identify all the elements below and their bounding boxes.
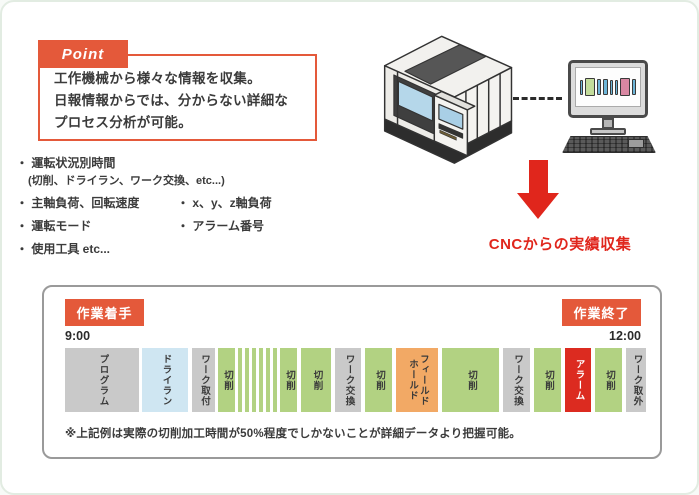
cnc-machine-illustration (383, 35, 513, 164)
monitor-screen (575, 67, 641, 107)
timeline-segment: 切削 (534, 348, 561, 412)
bullet-item-tools: ・ 使用工具 etc... (16, 242, 111, 256)
timeline-segment-label: ワーク取付 (198, 353, 210, 407)
timeline-segment: ドライラン (142, 348, 188, 412)
work-start-badge: 作業着手 (65, 299, 144, 326)
timeline-segment: アラーム (565, 348, 591, 412)
timeline-segment-label: 切削 (373, 369, 385, 391)
point-tag: Point (38, 40, 128, 68)
timeline-bar: プログラムドライランワーク取付切削切削切削ワーク交換切削フィールド ホールド切削… (65, 348, 646, 412)
timeline-segment-label: 切削 (283, 369, 295, 391)
timeline-segment: 切削 (595, 348, 622, 412)
timeline-segment: 切削 (218, 348, 235, 412)
bullet-item-spindle-load: ・ 主軸負荷、回転速度 (16, 196, 140, 210)
timeline-segment-label: 切削 (311, 369, 323, 391)
timeline-segment-label: ワーク交換 (511, 353, 523, 407)
monitor-chart-bar (580, 79, 583, 95)
keyboard-touchpad (628, 139, 644, 148)
monitor-chart-bar (597, 79, 601, 95)
timeline-segment-label: 切削 (542, 369, 554, 391)
bullet-item-xyz-load: ・ x、y、z軸負荷 (177, 196, 272, 210)
timeline-segment-label: 切削 (465, 369, 477, 391)
timeline-segment (252, 348, 256, 412)
end-time-label: 12:00 (609, 329, 641, 343)
dashed-connector (513, 97, 562, 100)
timeline-segment: プログラム (65, 348, 139, 412)
point-line-2: 日報情報からでは、分からない詳細な (54, 93, 289, 108)
monitor-chart-bar (610, 79, 613, 95)
timeline-segment: ワーク取外 (626, 348, 646, 412)
monitor-chart-bar (603, 79, 608, 95)
timeline-note: ※上記例は実際の切削加工時間が50%程度でしかないことが詳細データより把握可能。 (65, 428, 521, 440)
timeline-segment-label: アラーム (573, 359, 585, 401)
monitor-chart-bar (585, 78, 595, 96)
monitor-frame (568, 60, 648, 118)
timeline-segment: ワーク取付 (192, 348, 215, 412)
timeline-segment-label: 切削 (221, 369, 233, 391)
bullet-item-operation-time: ・ 運転状況別時間 (16, 156, 116, 170)
timeline-segment-label: ワーク取外 (631, 353, 643, 407)
timeline-segment: 切削 (365, 348, 392, 412)
timeline-panel: 作業着手 作業終了 9:00 12:00 プログラムドライランワーク取付切削切削… (42, 285, 662, 459)
timeline-segment: ワーク交換 (335, 348, 361, 412)
monitor-chart-bar (615, 79, 618, 95)
timeline-segment-label: 切削 (603, 369, 615, 391)
bullet-item-operation-time-sub: (切削、ドライラン、ワーク交換、etc...) (28, 175, 225, 187)
down-arrow-head-icon (517, 193, 559, 219)
timeline-segment-label: ドライラン (160, 353, 172, 407)
monitor-chart-bar (620, 78, 630, 96)
timeline-segment (245, 348, 249, 412)
timeline-segment-label: フィールド ホールド (407, 353, 429, 407)
timeline-segment (266, 348, 270, 412)
down-arrow-icon (529, 160, 548, 194)
timeline-segment: 切削 (442, 348, 499, 412)
monitor-chart-bar (632, 79, 636, 95)
point-box: Point 工作機械から様々な情報を収集。 日報情報からでは、分からない詳細な … (38, 40, 317, 141)
timeline-segment (259, 348, 263, 412)
timeline-segment (273, 348, 277, 412)
timeline-segment: 切削 (280, 348, 297, 412)
cnc-result-label: CNCからの実績収集 (488, 236, 632, 253)
timeline-segment: ワーク交換 (503, 348, 530, 412)
timeline-segment-label: プログラム (97, 353, 109, 407)
timeline-segment: フィールド ホールド (396, 348, 438, 412)
point-line-3: プロセス分析が可能。 (54, 115, 192, 130)
work-end-badge: 作業終了 (562, 299, 641, 326)
timeline-segment-label: ワーク交換 (343, 353, 355, 407)
bullet-item-alarm-number: ・ アラーム番号 (177, 219, 264, 233)
timeline-segment: 切削 (301, 348, 331, 412)
monitor-stand-base (590, 128, 626, 135)
bullet-item-operation-mode: ・ 運転モード (16, 219, 92, 233)
timeline-segment (238, 348, 242, 412)
point-line-1: 工作機械から様々な情報を収集。 (54, 71, 261, 86)
point-text: 工作機械から様々な情報を収集。 日報情報からでは、分からない詳細な プロセス分析… (54, 68, 288, 134)
start-time-label: 9:00 (65, 329, 91, 343)
